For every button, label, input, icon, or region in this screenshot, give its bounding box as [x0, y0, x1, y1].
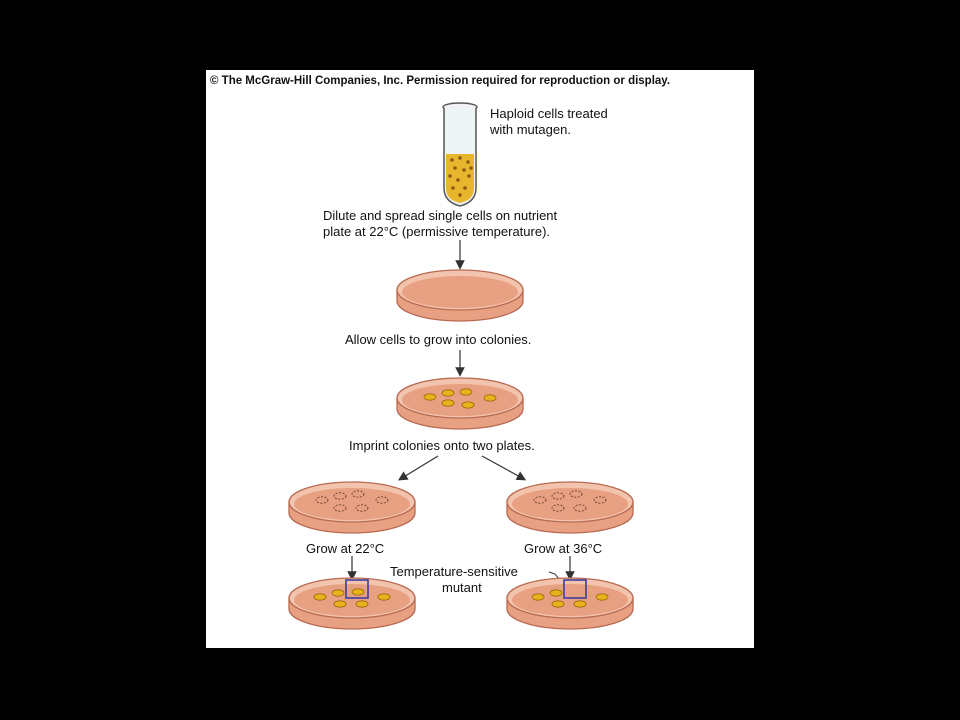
colony-imprint [375, 496, 389, 504]
colony [351, 588, 365, 596]
colony-imprint [551, 492, 565, 500]
colony-imprint [333, 492, 347, 500]
colony [313, 593, 327, 601]
colony-imprint [315, 496, 329, 504]
colony [531, 593, 545, 601]
colony [333, 600, 347, 608]
colony [573, 600, 587, 608]
tube-label-line2: with mutagen. [490, 122, 571, 137]
figure-panel: © The McGraw-Hill Companies, Inc. Permis… [206, 70, 754, 648]
colony [551, 600, 565, 608]
colony-imprint [551, 504, 565, 512]
colony [459, 388, 473, 396]
ts-mutant-label-line1: Temperature-sensitive [390, 564, 518, 579]
plate-result-36 [506, 577, 634, 630]
colony-imprint [333, 504, 347, 512]
colony-imprint [569, 490, 583, 498]
colony [377, 593, 391, 601]
colony [549, 589, 563, 597]
mutant-highlight-box [563, 579, 587, 599]
colony [355, 600, 369, 608]
colony-imprint [593, 496, 607, 504]
colony-imprint [355, 504, 369, 512]
test-tube [442, 102, 478, 207]
arrow-3 [397, 455, 439, 481]
tube-label-line1: Haploid cells treated [490, 106, 608, 121]
dilute-label-line1: Dilute and spread single cells on nutrie… [323, 208, 558, 223]
colony [441, 389, 455, 397]
diagram-art [288, 102, 634, 630]
plate-replica-36 [506, 481, 634, 534]
grow-22-label: Grow at 22°C [306, 541, 385, 556]
colony [461, 401, 475, 409]
colony [483, 394, 497, 402]
grow-36-label: Grow at 36°C [524, 541, 603, 556]
colony-imprint [533, 496, 547, 504]
plate-result-22 [288, 577, 416, 630]
colony [595, 593, 609, 601]
plate-single-cells [396, 269, 524, 322]
plate-colonies [396, 377, 524, 430]
dilute-label-line2: plate at 22°C (permissive temperature). [323, 224, 551, 239]
colony [331, 589, 345, 597]
colony [441, 399, 455, 407]
colony-imprint [351, 490, 365, 498]
mutant-highlight-box [345, 579, 369, 599]
grow-colonies-label: Allow cells to grow into colonies. [345, 332, 532, 347]
colony [423, 393, 437, 401]
plate-replica-22 [288, 481, 416, 534]
ts-mutant-label-line2: mutant [442, 580, 482, 595]
colony-imprint [573, 504, 587, 512]
imprint-label: Imprint colonies onto two plates. [349, 438, 535, 453]
arrow-4 [481, 455, 527, 481]
copyright-notice: © The McGraw-Hill Companies, Inc. Permis… [210, 75, 671, 87]
